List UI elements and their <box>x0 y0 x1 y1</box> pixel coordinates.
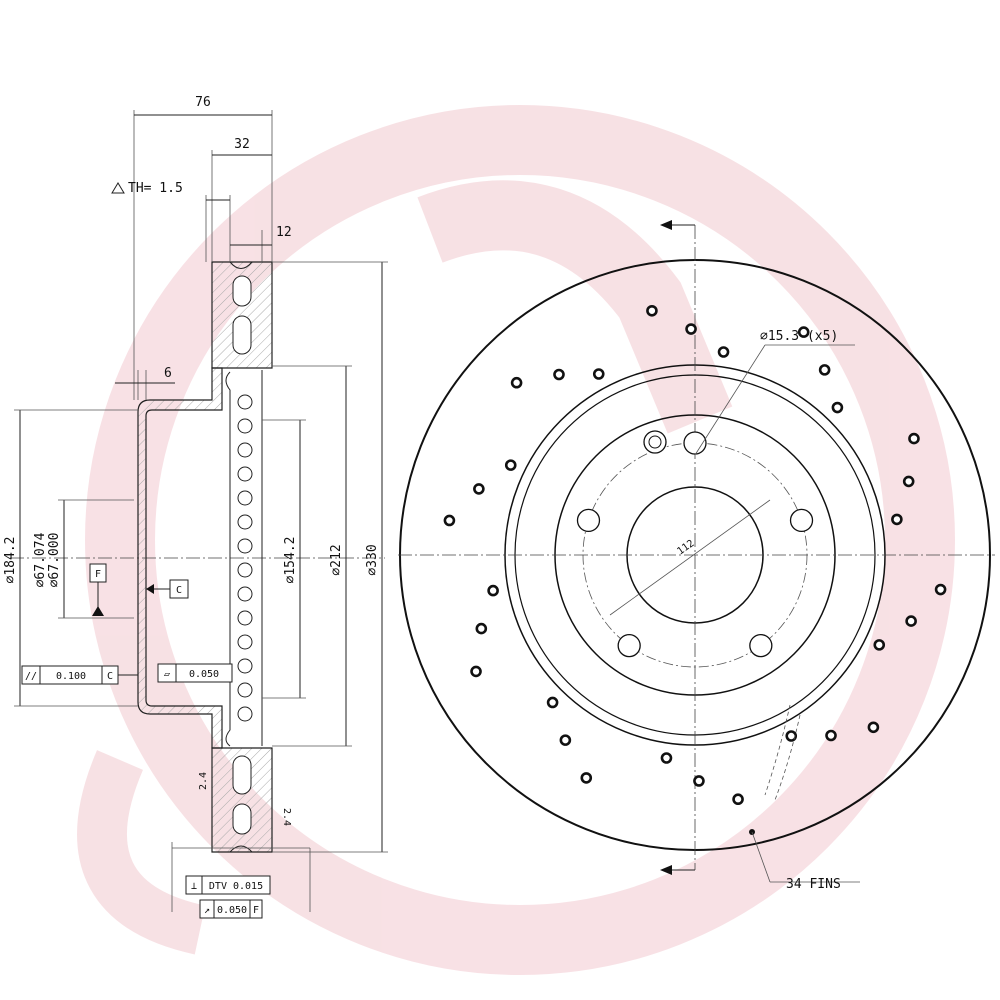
cross-drill-holes <box>443 304 947 806</box>
vane-slot-10 <box>237 610 253 626</box>
section-hat <box>137 367 223 749</box>
drill-hole-13 <box>470 665 482 678</box>
dim-bore-min: ⌀67.000 <box>47 533 62 588</box>
datum-c-label: C <box>176 585 182 596</box>
datum-f-triangle <box>92 606 104 616</box>
dtv-value: DTV 0.015 <box>209 881 263 892</box>
flatness-value: 0.050 <box>189 669 219 680</box>
bolt-hole-2 <box>789 508 814 533</box>
drill-hole-21 <box>592 368 605 380</box>
drill-hole-25 <box>797 326 810 338</box>
dtv-icon: ⟂ <box>191 881 197 892</box>
drill-hole-19 <box>510 376 523 389</box>
vane-slot-3 <box>237 442 253 458</box>
vane-slot-7 <box>237 538 253 554</box>
drill-hole-5 <box>825 729 837 742</box>
vane-slot-13 <box>237 682 253 698</box>
drill-hole-17 <box>473 483 485 495</box>
drill-hole-6 <box>785 730 798 742</box>
drill-hole-18 <box>504 459 517 471</box>
vane-slot-6 <box>237 514 253 530</box>
dim-inner-ring: ⌀154.2 <box>283 537 298 584</box>
parallelism-ref: C <box>107 671 113 682</box>
vane-slot-8 <box>237 562 253 578</box>
flatness-frame: ▱ 0.050 <box>157 663 233 683</box>
section-arrow-bottom-icon <box>660 865 672 875</box>
dim-hat-width: 32 <box>234 137 250 152</box>
flatness-icon: ▱ <box>164 669 170 680</box>
parallelism-value: 0.100 <box>56 671 86 682</box>
runout-frame: ↗ 0.050 F <box>199 899 263 919</box>
drill-hole-24 <box>717 346 730 358</box>
locating-pin-hole <box>643 430 667 454</box>
runout-ref: F <box>253 905 259 916</box>
drill-hole-3 <box>873 639 886 651</box>
drill-hole-1 <box>934 583 947 596</box>
dim-friction-inner: ⌀212 <box>329 544 344 575</box>
parallelism-icon: // <box>25 671 37 682</box>
drill-hole-26 <box>818 364 831 376</box>
dim-flange-thickness: 12 <box>276 225 292 240</box>
drill-hole-2 <box>905 615 917 627</box>
drill-hole-27 <box>831 401 844 414</box>
bolt-hole-1 <box>683 431 707 455</box>
bolt-hole-4 <box>617 633 641 658</box>
drill-hole-23 <box>685 323 697 335</box>
drill-hole-4 <box>867 721 880 734</box>
drill-hole-20 <box>553 368 565 381</box>
bolt-hole-3 <box>749 633 773 658</box>
dim-min-thickness: TH= 1.5 <box>128 181 183 196</box>
vane-slot-11 <box>237 634 253 650</box>
bolt-hole-5 <box>576 508 601 533</box>
runout-value: 0.050 <box>217 905 247 916</box>
drill-hole-16 <box>443 514 456 527</box>
datum-c-triangle <box>146 584 154 594</box>
front-view: 112 ⌀15.3 (x5) 34 FINS <box>398 220 995 892</box>
bolt-holes <box>576 431 814 658</box>
dim-bore-max: ⌀67.074 <box>33 532 48 587</box>
drill-hole-30 <box>891 513 903 526</box>
datum-f-label: F <box>95 569 101 580</box>
drill-hole-9 <box>660 752 673 764</box>
vane-slot-4 <box>237 466 253 482</box>
drill-hole-8 <box>693 775 705 787</box>
section-view: 76 32 TH= 1.5 12 6 ⌀184.2 ⌀67.074 ⌀67.00… <box>3 95 388 919</box>
vane-slot-9 <box>237 586 253 602</box>
surface-mark-left: 2.4 <box>198 772 209 790</box>
drill-hole-14 <box>475 622 488 635</box>
drill-hole-15 <box>487 584 499 597</box>
brembo-logo-icon <box>77 105 955 975</box>
dim-hat-wall: 6 <box>164 366 172 381</box>
vane-slot-1 <box>237 394 253 410</box>
dim-outer: ⌀330 <box>365 544 380 575</box>
vane-slot-2 <box>237 418 253 434</box>
surface-mark-right: 2.4 <box>281 808 292 826</box>
fins-label: 34 FINS <box>786 877 841 892</box>
drill-hole-29 <box>902 475 915 488</box>
drill-hole-10 <box>580 772 593 784</box>
vane-slot-12 <box>237 658 253 674</box>
vane-slot-5 <box>237 490 253 506</box>
pcd-label: 112 <box>675 538 696 557</box>
drill-hole-7 <box>732 793 744 806</box>
parallelism-frame: // 0.100 C <box>21 665 138 685</box>
dim-overall-width: 76 <box>195 95 211 110</box>
section-vents-top <box>232 275 252 355</box>
section-arrow-top-icon <box>660 220 672 230</box>
section-vents-bottom <box>232 755 252 835</box>
dim-hat-outer: ⌀184.2 <box>3 537 18 584</box>
drill-hole-28 <box>908 432 920 445</box>
dtv-frame: ⟂ DTV 0.015 <box>185 875 271 895</box>
drill-hole-22 <box>646 304 658 317</box>
runout-icon: ↗ <box>204 905 210 916</box>
drill-hole-11 <box>559 734 572 746</box>
section-vane-slots <box>237 394 253 722</box>
drill-hole-12 <box>546 696 559 709</box>
vane-slot-14 <box>237 706 253 722</box>
